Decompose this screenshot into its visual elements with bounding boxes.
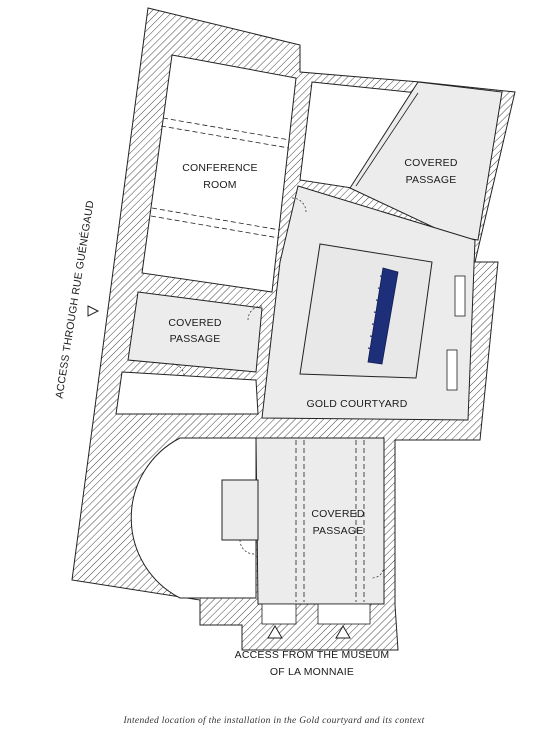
label-covered-passage-left-1: COVERED [168, 317, 222, 329]
label-access-rue: ACCESS THROUGH RUE GUÉNÉGAUD [52, 199, 96, 399]
access-arrows [87, 305, 351, 639]
bottom-entries [261, 603, 371, 625]
courtyard-windows [446, 275, 466, 391]
label-conference-room-1: CONFERENCE [182, 162, 258, 174]
semicircular-niche [130, 437, 257, 599]
passage-bottom-alcove [221, 479, 259, 541]
label-conference-room-2: ROOM [203, 179, 236, 191]
installation-frame [299, 243, 433, 379]
door-swings [171, 197, 385, 579]
access-arrow-bottom-1 [267, 625, 283, 639]
installation-piece [367, 267, 399, 365]
label-covered-passage-top-1: COVERED [404, 157, 458, 169]
label-gold-courtyard: GOLD COURTYARD [306, 398, 407, 410]
conference-room-floor [141, 54, 297, 293]
lower-left-void [115, 371, 259, 415]
conference-room-partitions [150, 117, 291, 239]
label-covered-passage-bottom-1: COVERED [311, 508, 365, 520]
figure-caption: Intended location of the installation in… [123, 716, 425, 726]
access-arrow-bottom-2 [335, 625, 351, 639]
label-access-museum-2: OF LA MONNAIE [270, 666, 354, 678]
label-access-museum-1: ACCESS FROM THE MUSEUM [235, 649, 390, 661]
passage-bottom-dashed-lines [295, 440, 365, 602]
label-covered-passage-bottom-2: PASSAGE [313, 525, 364, 537]
label-covered-passage-top-2: PASSAGE [406, 174, 457, 186]
label-covered-passage-left-2: PASSAGE [170, 333, 221, 345]
passage-top-edge [355, 92, 419, 187]
access-arrow-left [87, 305, 100, 317]
covered-passage-bottom-floor [255, 437, 385, 605]
covered-passage-left-floor [127, 291, 263, 373]
